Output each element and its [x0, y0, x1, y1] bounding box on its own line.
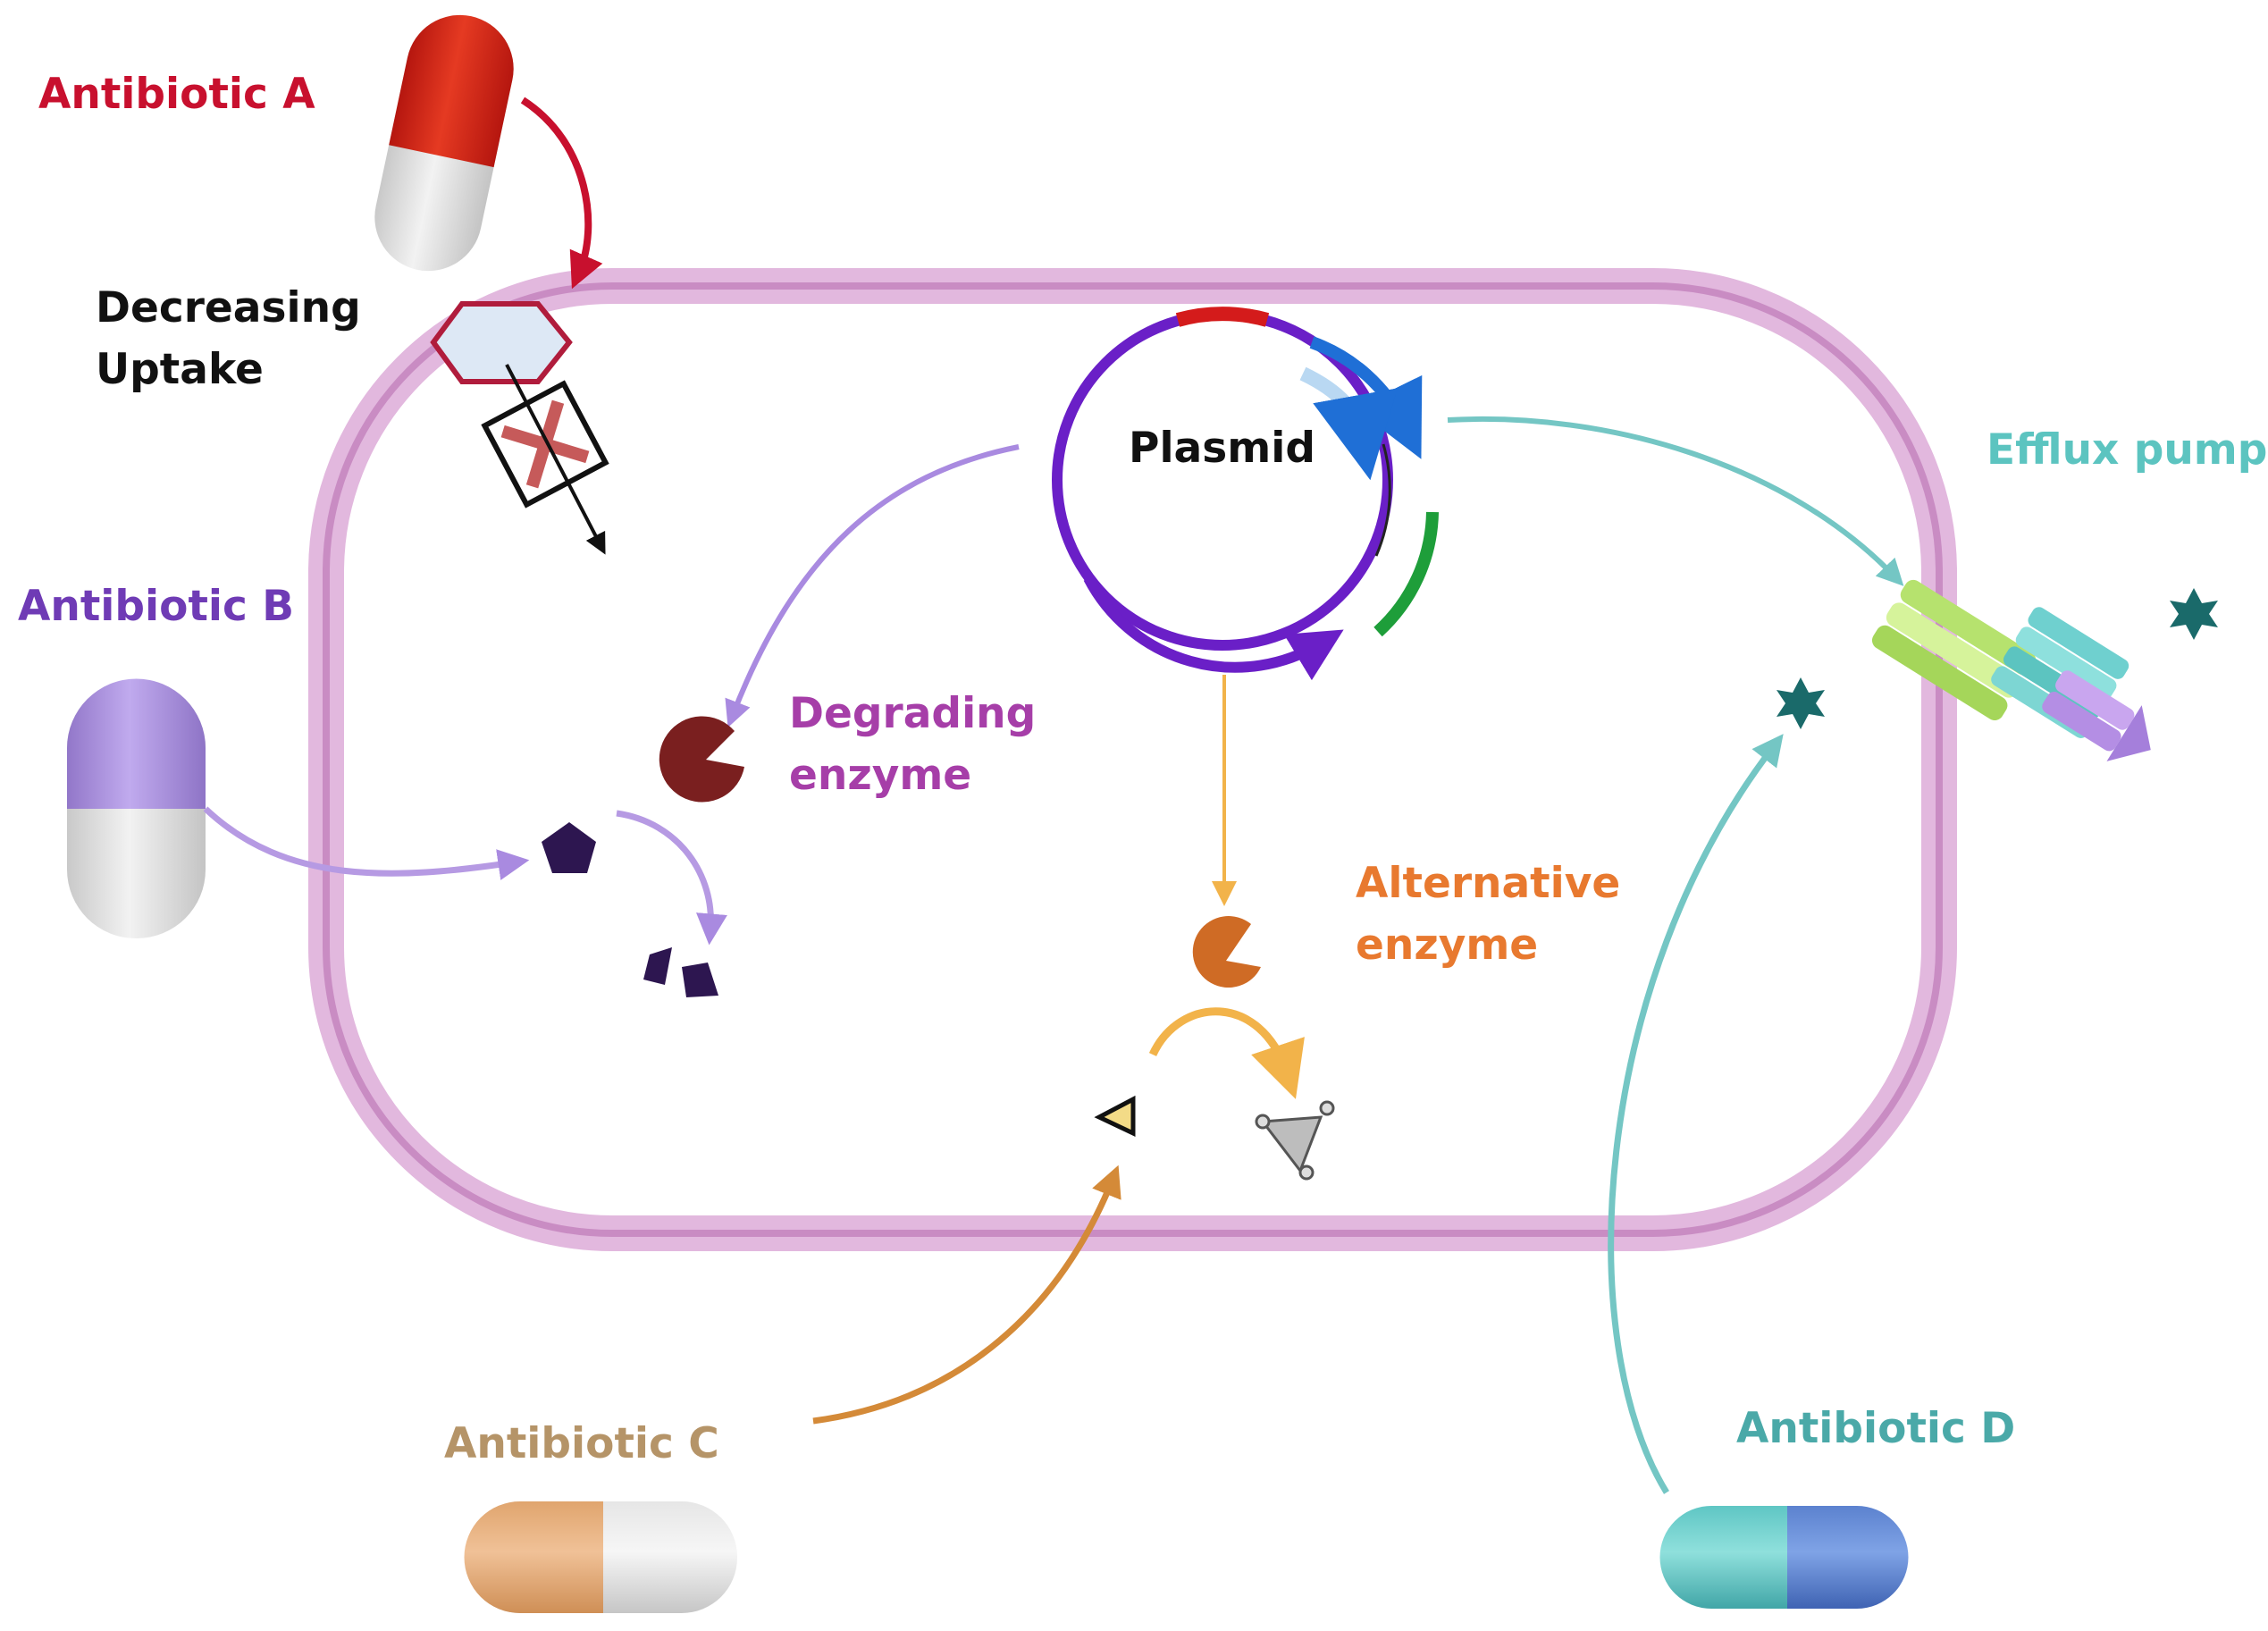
pentagon-fragment-icon	[682, 963, 718, 997]
decreasing-uptake-label: Decreasing	[96, 283, 361, 332]
antibiotic-a-label: Antibiotic A	[38, 70, 315, 119]
capsule-icon	[67, 678, 206, 938]
antibiotic-d-label: Antibiotic D	[1736, 1404, 2016, 1453]
antibiotic-c-arrow	[812, 1164, 1121, 1425]
degradation-arrow	[616, 810, 727, 946]
hexagon-porin-icon	[430, 301, 573, 384]
blocked-channel-icon	[481, 380, 609, 509]
capsule-icon	[374, 14, 514, 272]
antibiotic-c-label: Antibiotic C	[444, 1419, 719, 1468]
antibiotic-d-arrow	[1608, 734, 1784, 1494]
plasmid-to-degrading-arrow	[725, 444, 1020, 727]
plasmid-to-efflux-arrow	[1447, 416, 1904, 586]
antibiotic-b-arrow	[203, 806, 530, 880]
modified-drug-icon	[1255, 1100, 1335, 1181]
alternative-enzyme-label-line2: enzyme	[1356, 921, 1539, 970]
alternative-enzyme-label: Alternative	[1356, 859, 1621, 908]
uptake-arrow	[520, 97, 603, 290]
enzyme-icon	[659, 716, 744, 803]
plasmid-label: Plasmid	[1129, 424, 1315, 473]
degrading-enzyme-label: Degrading	[789, 689, 1037, 738]
antibiotic-b-label: Antibiotic B	[18, 582, 295, 631]
star-molecule-icon	[1777, 588, 2218, 729]
triangle-drug-icon	[1094, 1095, 1136, 1137]
capsule-icon	[1659, 1506, 1909, 1609]
alternative-reaction-arrow	[1148, 1007, 1305, 1099]
efflux-pump-icon	[1871, 579, 2151, 761]
efflux-pump-label: Efflux pump	[1987, 425, 2268, 475]
pentagon-fragment-icon	[643, 947, 672, 985]
capsule-icon	[464, 1501, 737, 1613]
plasmid-icon	[1052, 307, 1439, 681]
pentagon-drug-icon	[542, 822, 596, 873]
enzyme-icon	[1192, 916, 1261, 988]
degrading-enzyme-label-line2: enzyme	[789, 751, 972, 800]
decreasing-uptake-label-line2: Uptake	[96, 345, 264, 394]
blocked-uptake-arrow	[505, 364, 606, 555]
cell-membrane	[308, 268, 1957, 1251]
